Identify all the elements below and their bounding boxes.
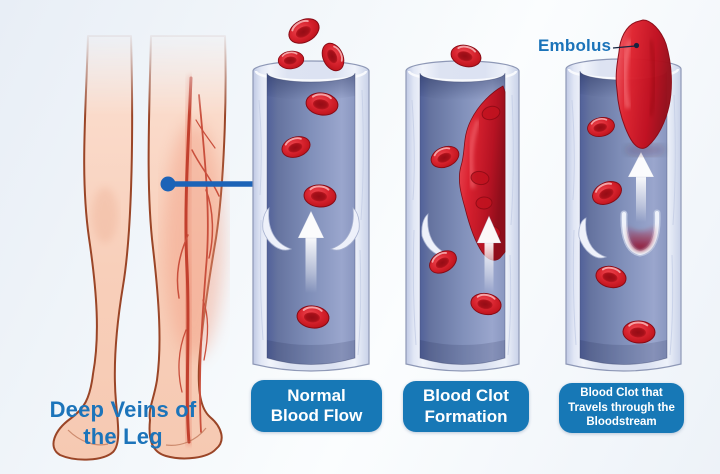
pointer-dot-icon — [160, 176, 176, 192]
left-foot-crease — [67, 429, 109, 446]
red-blood-cell — [283, 12, 325, 50]
embolus-pointer — [612, 42, 640, 49]
pointer-dot-icon — [633, 42, 640, 49]
interior-bottom-shade — [420, 340, 505, 365]
caption-line: Deep Veins of — [49, 397, 197, 422]
flow-arrow-icon — [476, 215, 502, 292]
vein-opening-rim — [407, 70, 518, 82]
vein-opening-rim — [254, 70, 368, 82]
location-pointer — [160, 176, 259, 192]
badge-line: Normal — [287, 385, 346, 405]
embolus-label: Embolus — [538, 36, 612, 55]
badge-line: Blood Clot — [423, 386, 509, 406]
venous-valves — [262, 207, 360, 251]
vein-normal-blood-flow — [252, 12, 370, 372]
valve-flap-left — [262, 207, 293, 251]
caption-line: the Leg — [83, 423, 163, 449]
valve-cup — [621, 211, 660, 256]
venous-valve — [578, 209, 661, 259]
clot-cell-rings — [470, 105, 501, 239]
flow-arrow-icon — [297, 210, 325, 293]
right-foot-crease — [165, 427, 207, 446]
interior-top-shade — [267, 73, 355, 100]
valve-residue — [626, 224, 656, 251]
leg-vein-network — [176, 74, 220, 446]
valve-flap-left — [578, 217, 608, 259]
wall-creases — [571, 94, 676, 356]
legs-illustration — [52, 35, 227, 461]
knee-shading — [92, 187, 118, 243]
badge-line: Blood Flow — [270, 406, 363, 425]
flow-arrow-icon — [627, 151, 655, 222]
badge-blood-clot-formation: Blood Clot Formation — [403, 381, 529, 432]
valve-flap-left — [421, 213, 452, 257]
vein-blood-clot-formation — [405, 41, 520, 372]
badge-line: Bloodstream — [586, 416, 657, 429]
embolus-clot — [615, 19, 672, 156]
badge-line: Travels through the — [568, 401, 675, 414]
badge-line: Blood Clot that — [580, 387, 663, 400]
valve-flap-right — [329, 207, 360, 251]
legs-caption: Deep Veins of the Leg — [28, 397, 218, 451]
interior-top-shade — [420, 73, 505, 100]
badge-line: Formation — [424, 406, 508, 426]
vein-blood-clot-travels — [565, 19, 682, 372]
badge-blood-clot-travels: Blood Clot that Travels through the Bloo… — [559, 383, 684, 433]
inflamed-vein-area — [164, 122, 224, 358]
badge-normal-blood-flow: Normal Blood Flow — [251, 380, 382, 432]
interior-bottom-shade — [580, 340, 667, 365]
wall-creases — [411, 94, 514, 356]
interior-bottom-shade — [267, 340, 355, 365]
wall-creases — [258, 89, 364, 356]
left-leg — [52, 35, 134, 461]
